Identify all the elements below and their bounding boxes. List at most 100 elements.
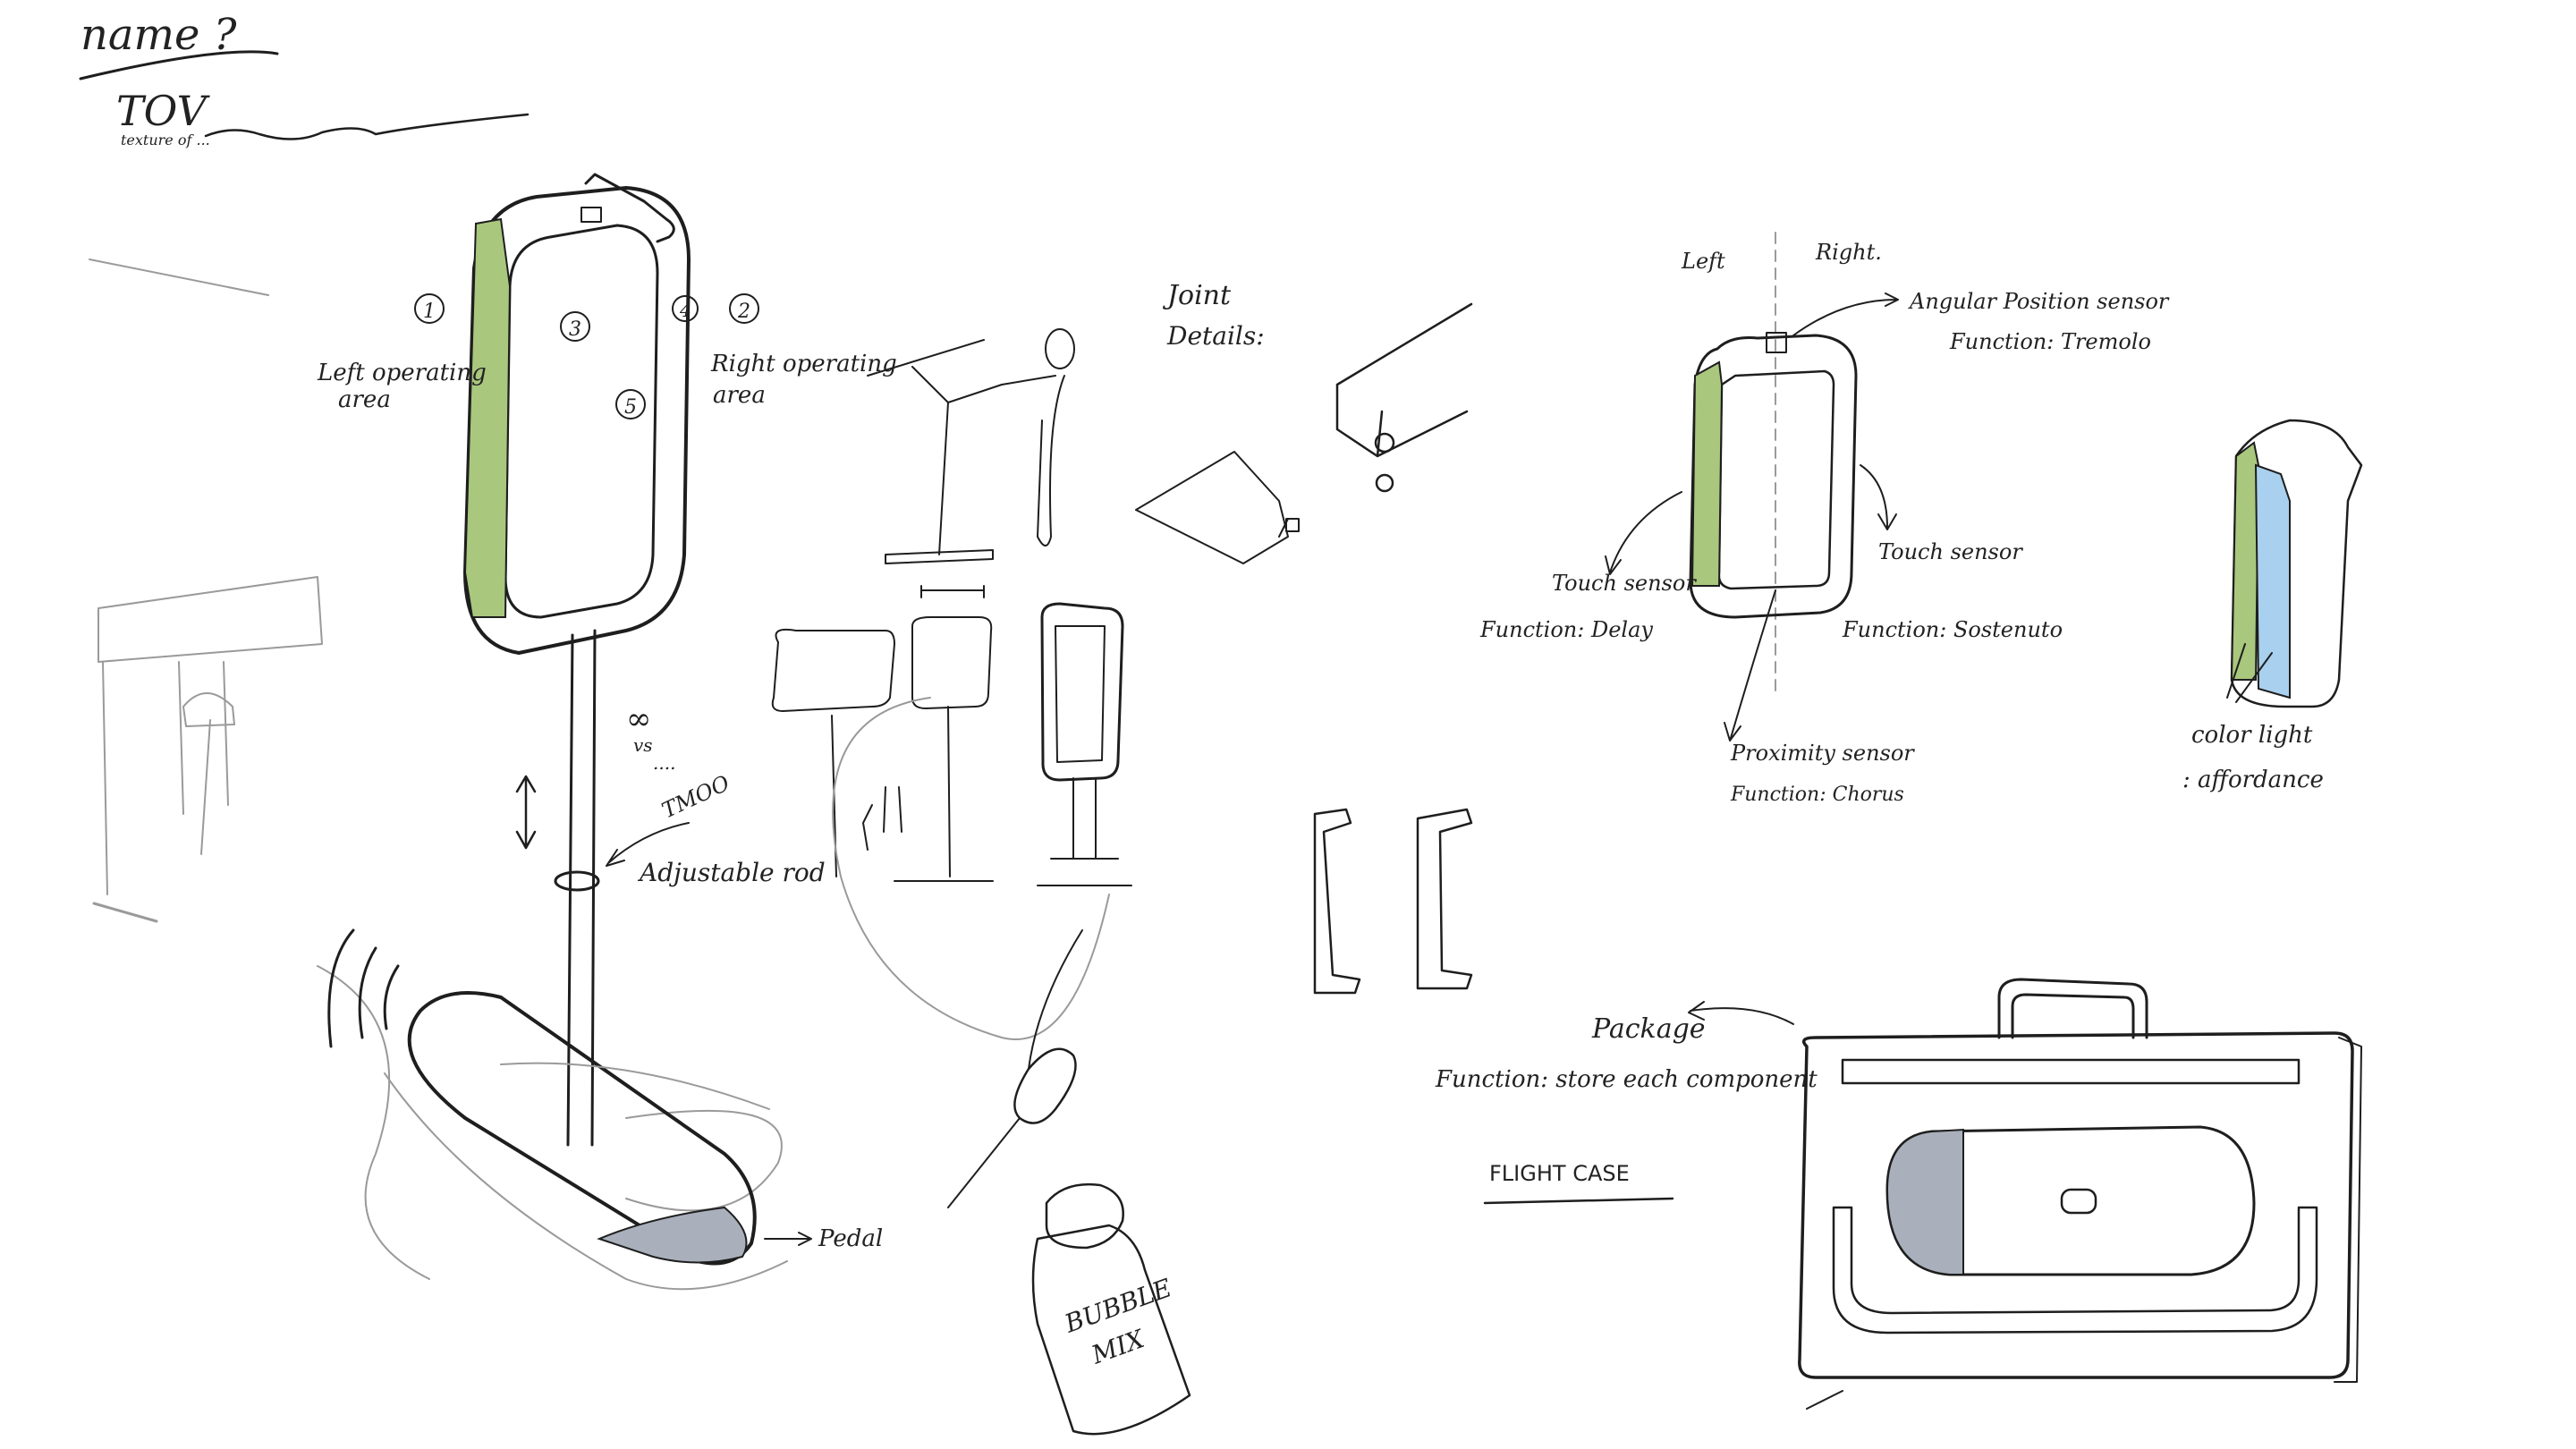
case-side-shadow: [2334, 1037, 2362, 1383]
top-joint-block: [580, 207, 602, 223]
mini-marks: [862, 786, 902, 851]
touch-left-label: Touch sensor: [1552, 571, 1697, 596]
pedal-shade: [597, 1206, 748, 1264]
circle-number-2: [729, 293, 759, 324]
circle-number-3-label: 3: [569, 318, 581, 341]
bracket-2: [1416, 808, 1473, 990]
joint-details: Joint Details:: [867, 280, 1473, 564]
right-label: Right.: [1815, 240, 1882, 265]
left-area-label-2: area: [338, 386, 391, 413]
sensor-diagram: Left Right. Angular Position sensor Func…: [1479, 232, 2170, 806]
color-light-label: color light: [2191, 722, 2313, 749]
flight-case-label: FLIGHT CASE: [1489, 1161, 1630, 1186]
circle-number-5: [615, 389, 646, 419]
mirror-stand-sketch: 1 2 3 4 5 Left operating area Right oper…: [317, 173, 897, 1291]
middle-sketches: [771, 585, 1132, 1208]
proximity-function: Function: Chorus: [1730, 784, 1904, 806]
tmoo-label: TMOO: [658, 770, 734, 823]
case-pedal-shade: [1885, 1128, 1964, 1275]
name-question: name ?: [80, 10, 237, 60]
title-scribble: [204, 113, 530, 140]
cable-tail: [947, 929, 1083, 1208]
bracket-1: [1313, 808, 1361, 995]
faint-background-sketch: [89, 258, 783, 1280]
bottle-body: [1031, 1224, 1191, 1436]
joint-block-lower: [1135, 451, 1289, 564]
touch-right-function: Function: Sostenuto: [1842, 617, 2063, 642]
circle-number-5-label: 5: [624, 396, 637, 419]
joint-pin-small: [1285, 518, 1300, 532]
figure-sketch: [867, 339, 1065, 555]
circle-number-4-label: 4: [679, 300, 691, 321]
joint-pin-lower: [1375, 473, 1394, 493]
light-pointers: [2226, 643, 2273, 703]
pedal-label: Pedal: [818, 1225, 883, 1252]
bottle-label-line2: MIX: [1087, 1324, 1148, 1370]
circle-number-2-label: 2: [737, 301, 750, 323]
package-arrow: [1688, 1001, 1794, 1025]
case-u-groove: [1832, 1206, 2318, 1335]
rod-label: Adjustable rod: [637, 858, 826, 887]
joint-label-1: Joint: [1162, 280, 1232, 311]
case-floor-line: [1806, 1390, 1843, 1410]
case-body: [1798, 1031, 2354, 1379]
angular-arrow: [1792, 292, 1899, 336]
figure-base: [885, 549, 994, 564]
pole-collar: [554, 870, 600, 892]
pedal-base: [407, 991, 757, 1266]
top-joint: [584, 173, 675, 243]
left-label: Left: [1681, 249, 1725, 274]
joint-label-2: Details:: [1166, 321, 1265, 351]
touch-left-function: Function: Delay: [1479, 617, 1653, 642]
header: name ? TOV texture of ...: [79, 10, 530, 148]
right-area-label-1: Right operating: [710, 351, 897, 377]
case-top-slot: [1841, 1058, 2301, 1085]
name-underline: [79, 50, 279, 80]
frame-small-inner: [1055, 625, 1106, 763]
circle-number-1: [414, 293, 445, 324]
right-area-label-2: area: [713, 382, 766, 409]
pedal-swirl: [384, 1062, 788, 1291]
light-frame-outline: [2230, 419, 2363, 708]
circle-number-1-label: 1: [423, 301, 436, 323]
title-tov: TOV: [116, 87, 211, 135]
flight-case-underline: [1483, 1197, 1674, 1205]
circle-number-4: [672, 295, 699, 322]
circled-numbers: 1 2 3 4 5: [414, 293, 759, 419]
package-function: Function: store each component: [1435, 1066, 1818, 1093]
angular-label: Angular Position sensor: [1908, 289, 2170, 314]
joint-block-upper: [1335, 302, 1473, 458]
bracket-sketches: [1313, 808, 1473, 995]
touch-right-label: Touch sensor: [1878, 539, 2023, 564]
rod-pointer-arrow: [606, 822, 690, 867]
circle-number-3: [560, 311, 590, 342]
color-light-sub: : affordance: [2182, 767, 2324, 793]
vs-label: vs: [633, 734, 653, 756]
block-b-dim: [920, 585, 985, 598]
bubble-mix-bottle: BUBBLE MIX: [1031, 1183, 1191, 1436]
figure-head: [1045, 328, 1075, 369]
block-b: [911, 616, 993, 709]
frame-small: [1040, 602, 1124, 782]
proximity-arrow: [1724, 589, 1776, 741]
bottle-cap: [1045, 1183, 1124, 1250]
sound-waves: [327, 928, 400, 1048]
left-area-label-1: Left operating: [317, 360, 487, 386]
color-light-sketch: color light : affordance: [2182, 419, 2363, 793]
pedal-arrow: [764, 1232, 812, 1246]
height-arrow: [515, 775, 537, 850]
left-operating-strip: [463, 217, 512, 618]
block-a: [771, 628, 895, 712]
package-label: Package: [1591, 1013, 1706, 1045]
flight-case-sketch: Package Function: store each component F…: [1435, 978, 2362, 1410]
light-blue-band: [2254, 463, 2291, 699]
angular-sensor-knob: [1766, 332, 1787, 353]
touch-left-arrow: [1605, 491, 1682, 575]
sensor-green-strip: [1690, 360, 1724, 587]
dots-label: ....: [653, 752, 675, 774]
bottle-label-line1: BUBBLE: [1060, 1273, 1175, 1339]
angular-function: Function: Tremolo: [1949, 329, 2151, 354]
frame-small-stem: [1050, 777, 1119, 860]
title-subtitle: texture of ...: [121, 131, 210, 148]
